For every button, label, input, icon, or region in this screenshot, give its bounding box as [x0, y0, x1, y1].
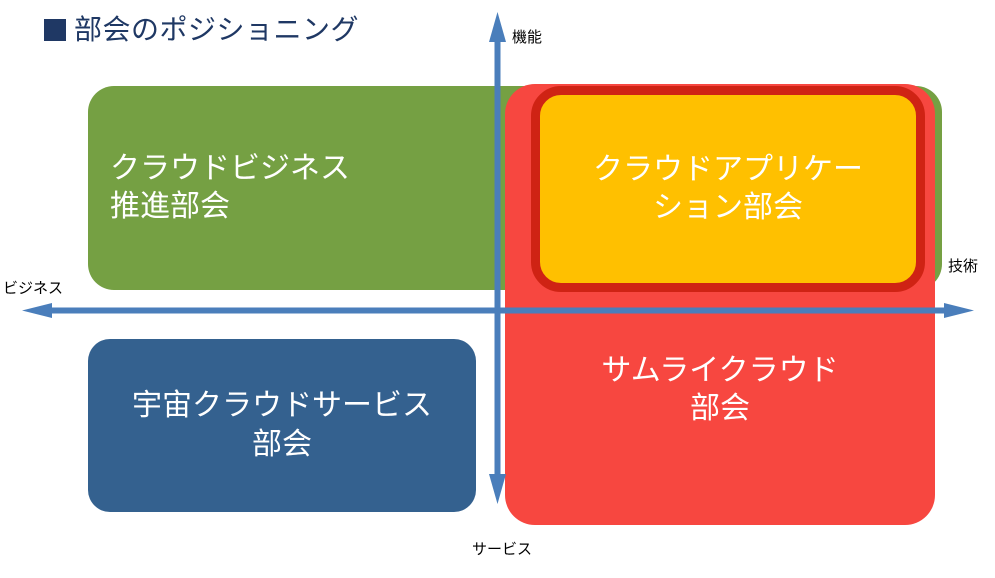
quadrant-label-line2: 部会	[252, 427, 312, 461]
quadrant-label-line2: 部会	[690, 392, 750, 426]
quadrant-label-line1: クラウドアプリケー	[593, 152, 863, 186]
axis-label-business: ビジネス	[3, 280, 64, 297]
quadrant-label-line1: サムライクラウド	[601, 354, 839, 387]
quadrant-cloud-application[interactable]: クラウドアプリケー ション部会	[531, 86, 925, 292]
quadrant-space-cloud-service[interactable]: 宇宙クラウドサービス 部会	[88, 339, 476, 512]
axis-label-technology: 技術	[948, 258, 979, 275]
axis-label-service: サービス	[472, 541, 533, 558]
quadrant-label-line1: クラウドビジネス	[110, 151, 350, 185]
square-bullet-icon	[44, 19, 66, 41]
quadrant-label-line2: 推進部会	[110, 190, 230, 223]
page-title: 部会のポジショニング	[44, 16, 359, 44]
quadrant-label-line1: 宇宙クラウドサービス	[132, 389, 432, 423]
quadrant-label-line2: ション部会	[653, 191, 803, 224]
vertical-axis-arrow-icon	[489, 12, 506, 504]
page-title-text: 部会のポジショニング	[74, 14, 360, 45]
axis-label-function: 機能	[512, 29, 543, 46]
